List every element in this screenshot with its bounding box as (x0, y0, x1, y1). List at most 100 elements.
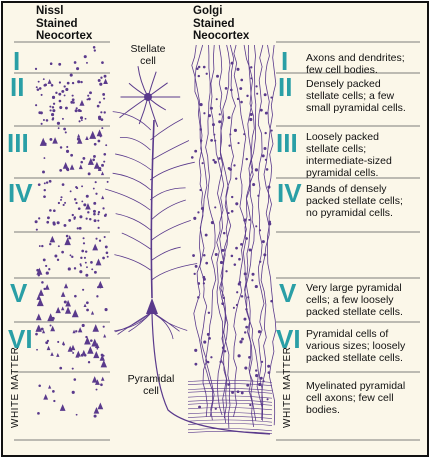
nissl-cell-dot (81, 323, 85, 328)
nissl-cell-dot (58, 99, 62, 103)
pyramidal-oblique-dendrite (149, 161, 195, 181)
golgi-axon-fiber (187, 395, 273, 399)
nissl-cell-dot (65, 87, 69, 92)
nissl-cell-dot (73, 378, 77, 381)
nissl-cell-dot (87, 211, 90, 214)
nissl-pyramidal-triangle (70, 344, 76, 351)
layer-boundary-lines (14, 41, 420, 441)
nissl-pyramidal-triangle (36, 267, 43, 275)
pyramidal-oblique-dendrite (114, 254, 151, 271)
nissl-pyramidal-triangle (97, 402, 104, 410)
golgi-cell-dot (245, 237, 248, 240)
golgi-axon-fiber (187, 390, 273, 394)
nissl-pyramidal-triangle (101, 195, 105, 200)
nissl-cell-dot (96, 295, 99, 298)
nissl-cell-dot (77, 207, 81, 211)
nissl-cell-dot (75, 201, 78, 205)
nissl-cell-dot (71, 255, 74, 259)
nissl-cell-dot (35, 86, 38, 89)
nissl-cell-dot (97, 219, 100, 222)
nissl-cell-dot (46, 220, 50, 224)
nissl-cell-dot (99, 82, 103, 86)
golgi-cell-dot (240, 100, 243, 104)
pyramidal-oblique-dendrite (121, 232, 153, 251)
nissl-cell-dot (59, 146, 63, 149)
golgi-dendrite (233, 44, 247, 417)
golgi-cell-dot (255, 374, 259, 378)
nissl-pyramidal-triangle (47, 313, 55, 322)
nissl-cell-dot (81, 200, 84, 203)
pyramidal-oblique-dendrite (105, 188, 151, 211)
golgi-cell-dot (235, 202, 239, 206)
golgi-cell-dot (235, 177, 238, 180)
golgi-cell-dot (268, 220, 272, 224)
golgi-dendrite (219, 44, 236, 424)
golgi-cell-dot (237, 282, 241, 286)
nissl-cell-dot (56, 258, 60, 262)
nissl-cell-dot (58, 81, 62, 84)
nissl-cell-dot (90, 261, 93, 264)
nissl-cell-dot (57, 127, 60, 130)
golgi-cell-dot (205, 360, 208, 363)
golgi-dendrite (257, 44, 265, 421)
golgi-cell-dot (257, 330, 262, 334)
golgi-cell-dot (259, 376, 263, 380)
golgi-cell-dot (239, 340, 243, 344)
nissl-cell-dot (92, 158, 95, 162)
golgi-cell-dot (245, 308, 248, 311)
nissl-cell-dot (47, 216, 50, 220)
nissl-pyramidal-triangle (67, 235, 72, 240)
golgi-cell-dot (249, 117, 253, 122)
pyramidal-oblique-dendrite (115, 153, 152, 171)
golgi-cell-dot (246, 383, 250, 387)
golgi-cell-dot (267, 364, 271, 368)
nissl-pyramidal-triangle (75, 350, 81, 357)
nissl-cell-dot (92, 46, 96, 49)
nissl-pyramidal-triangle (36, 324, 42, 332)
nissl-pyramidal-triangle (93, 407, 100, 414)
golgi-dendrite (243, 44, 255, 427)
nissl-cell-dot (52, 222, 56, 226)
golgi-cell-dot (240, 391, 244, 395)
nissl-cell-dot (37, 183, 41, 187)
layer-6-description: Pyramidal cells of various sizes; loosel… (306, 328, 406, 364)
nissl-cell-dot (63, 300, 67, 304)
golgi-cell-dot (193, 272, 196, 276)
golgi-cell-dot (193, 216, 197, 220)
nissl-pyramidal-triangle (64, 237, 71, 246)
golgi-cell-dot (210, 356, 213, 359)
nissl-pyramidal-triangle (43, 393, 49, 400)
golgi-cell-dot (194, 348, 198, 352)
nissl-pyramidal-triangle (67, 345, 73, 352)
nissl-cell-dot (69, 254, 72, 257)
golgi-cell-dot (238, 257, 241, 261)
golgi-cell-dot (214, 407, 217, 410)
neuron-drawings (105, 66, 271, 435)
nissl-cell-dot (43, 188, 46, 192)
nissl-cell-dot (49, 242, 52, 246)
nissl-cell-dot (42, 258, 46, 262)
layer-6-numeral-left: VI (8, 324, 33, 354)
nissl-cell-dot (85, 217, 88, 220)
nissl-cell-dot (86, 266, 88, 269)
golgi-cell-dot (200, 206, 204, 210)
nissl-cell-dot (106, 180, 109, 183)
golgi-cell-dot (227, 166, 231, 170)
golgi-cell-dot (196, 67, 199, 70)
golgi-cell-dot (205, 261, 209, 265)
golgi-cell-dot (204, 233, 208, 237)
golgi-cell-dot (248, 248, 252, 252)
nissl-cell-dot (93, 201, 97, 205)
nissl-cell-dot (40, 327, 44, 331)
nissl-cell-dot (66, 81, 70, 85)
layer-5-numeral-right: V (279, 278, 297, 308)
nissl-cell-dot (45, 264, 48, 268)
nissl-cell-dot (62, 203, 65, 207)
golgi-cell-dot (260, 360, 264, 363)
nissl-cell-dot (36, 88, 40, 91)
nissl-cell-dot (43, 182, 46, 185)
layer-2-numeral-left: II (10, 72, 25, 102)
golgi-cell-dot (199, 103, 203, 107)
golgi-cell-dot (197, 74, 201, 78)
golgi-cell-dot (250, 77, 253, 80)
